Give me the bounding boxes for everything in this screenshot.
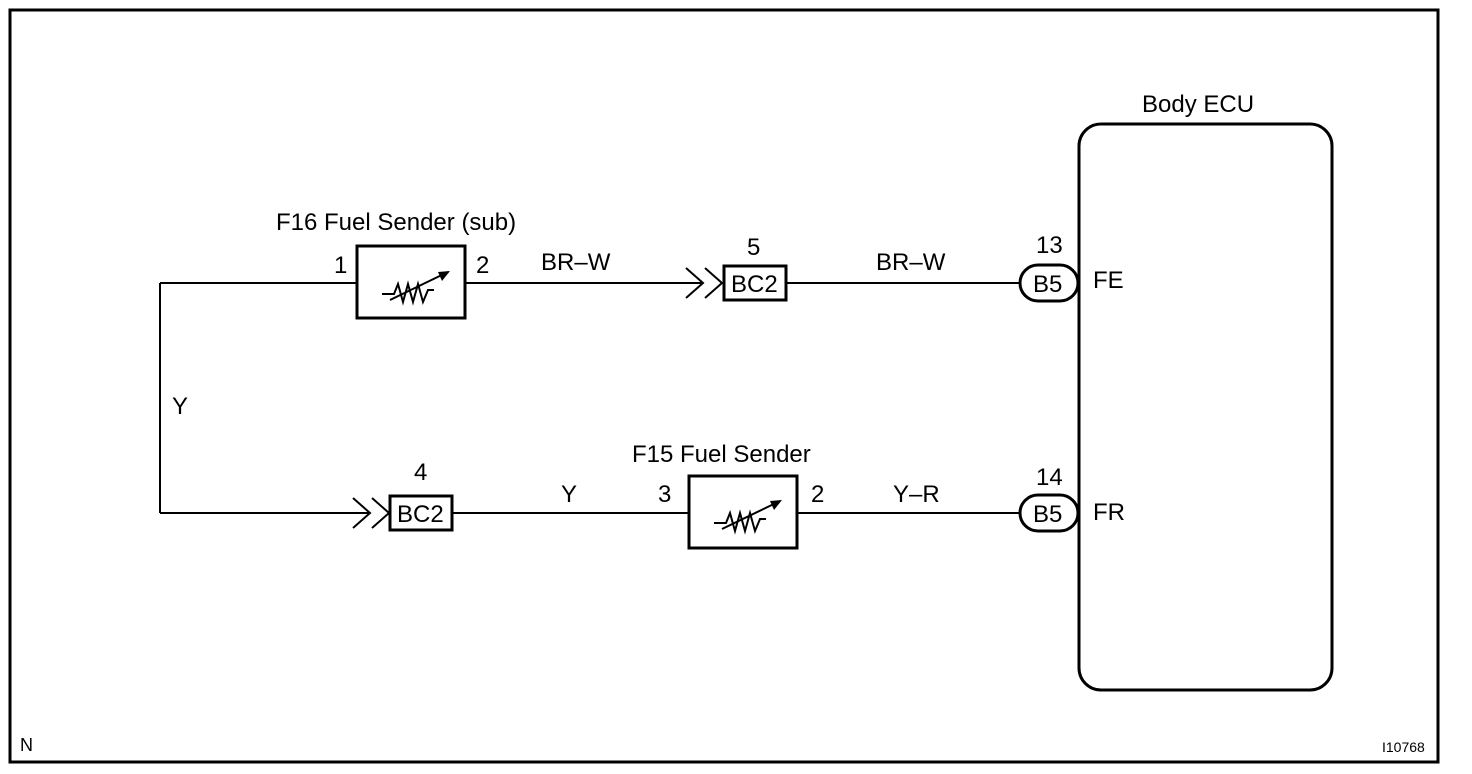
connector-top-label: BC2: [731, 271, 778, 298]
connector-top-chevron-2-icon: [704, 267, 724, 299]
f16-pin-left: 1: [334, 252, 347, 279]
f16-sender-box: [355, 244, 467, 320]
f15-title: F15 Fuel Sender: [632, 441, 811, 468]
ecu-terminal-fe: FE: [1093, 267, 1124, 294]
f15-arrowhead-icon: [770, 500, 782, 510]
f16-pin-right: 2: [476, 252, 489, 279]
f16-title: F16 Fuel Sender (sub): [276, 209, 516, 236]
wire-label-top-left: BR–W: [541, 249, 611, 276]
f15-resistor-icon: [714, 509, 766, 535]
f16-resistor-icon: [382, 280, 434, 306]
ecu-terminal-fr: FR: [1093, 499, 1125, 526]
ecu-conn-bottom-box: [1018, 493, 1080, 533]
corner-label-left: N: [20, 735, 33, 755]
f16-variable-arrow-icon: [389, 271, 449, 301]
f15-variable-arrow-icon: [721, 500, 781, 530]
ecu-conn-top-box: [1018, 263, 1080, 303]
connector-bottom-chevron-2-icon: [371, 497, 391, 529]
connector-bottom-label: BC2: [397, 501, 444, 528]
wire-label-left-vertical: Y: [172, 393, 188, 420]
f15-sender-box: [687, 474, 799, 550]
ecu-conn-bottom-label: B5: [1033, 501, 1062, 528]
ecu-conn-top-label: B5: [1033, 271, 1062, 298]
diagram-frame: [8, 8, 1440, 764]
wire-label-bottom-left: Y: [561, 481, 577, 508]
connector-top-chevron-1-icon: [685, 267, 705, 299]
f15-pin-right: 2: [811, 481, 824, 508]
ecu-conn-bottom-pin: 14: [1036, 464, 1063, 491]
wire-label-top-right: BR–W: [876, 249, 946, 276]
body-ecu-block: [1077, 122, 1334, 692]
connector-top-box: [722, 264, 788, 302]
connector-top-pin: 5: [747, 234, 760, 261]
ecu-conn-top-pin: 13: [1036, 232, 1063, 259]
connector-bottom-chevron-1-icon: [352, 497, 372, 529]
f15-pin-left: 3: [658, 481, 671, 508]
f16-arrowhead-icon: [438, 271, 450, 281]
connector-bottom-pin: 4: [414, 459, 427, 486]
body-ecu-title: Body ECU: [1142, 91, 1254, 118]
wire-label-bottom-right: Y–R: [893, 481, 940, 508]
corner-label-right: I10768: [1382, 739, 1425, 755]
connector-bottom-box: [388, 494, 454, 532]
